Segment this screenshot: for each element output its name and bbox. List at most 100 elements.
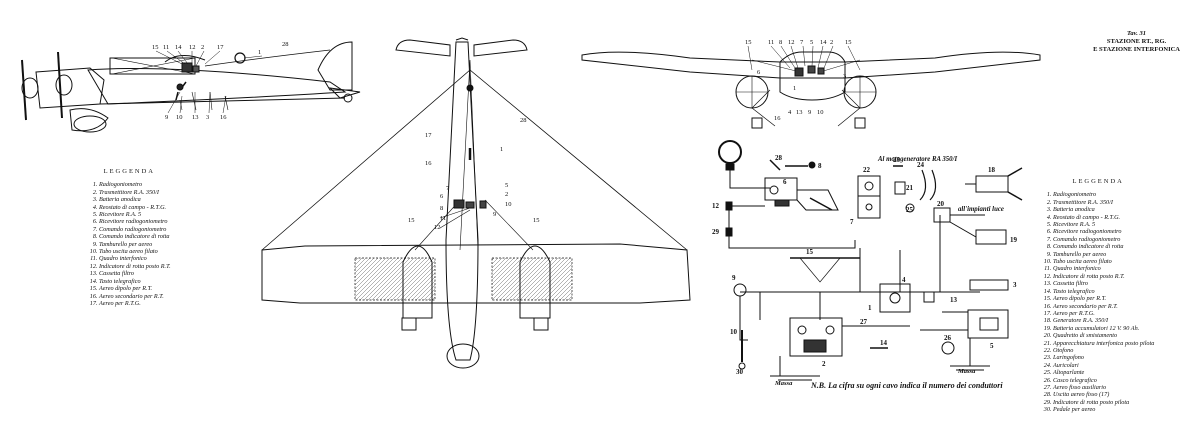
legend-right-item: Radiogoniometro — [1053, 191, 1154, 198]
legend-right-item: Quadretto di smistamento — [1053, 332, 1154, 339]
legend-left-item: Indicatore di rotta posto R.T. — [99, 263, 171, 270]
legend-left-item: Aereo secondario per R.T. — [99, 293, 171, 300]
callout-6: 6 — [783, 178, 787, 186]
callout-1: 1 — [500, 146, 503, 153]
callout-28: 28 — [282, 41, 289, 48]
ground-label-right: Massa — [958, 368, 976, 375]
callout-12: 12 — [788, 39, 795, 46]
callout-16: 16 — [774, 115, 781, 122]
callout-1: 1 — [868, 304, 872, 312]
callout-5: 5 — [990, 342, 994, 350]
legend-right-item: Aereo fisso ausiliario — [1053, 384, 1154, 391]
callout-6: 6 — [757, 69, 761, 76]
callout-17: 17 — [425, 132, 432, 139]
lights-label: all'impianti luce — [958, 206, 1004, 213]
legend-left-item: Tubo uscita aereo filato — [99, 248, 171, 255]
callout-15-right: 15 — [845, 39, 852, 46]
legend-right: LEGGENDA RadiogoniometroTrasmettitore R.… — [1042, 178, 1154, 414]
callout-11: 11 — [163, 44, 169, 51]
side-view-callout-labels: 15 11 14 12 2 17 1 28 9 10 13 3 16 — [152, 41, 289, 121]
legend-left-item: Comando radiogoniometro — [99, 226, 171, 233]
plan-view-callout-labels: 28 17 16 1 5 7 2 6 8 10 11 9 12 15 15 — [408, 117, 540, 231]
legend-left-item: Batteria anodica — [99, 196, 171, 203]
callout-16: 16 — [220, 114, 227, 121]
legend-left-item: Cassetta filtro — [99, 270, 171, 277]
callout-16: 16 — [425, 160, 432, 167]
callout-9: 9 — [493, 211, 496, 218]
legend-right-item: Ricevitore radiogoniometro — [1053, 228, 1154, 235]
legend-right-item: Generatore R.A. 350/I — [1053, 317, 1154, 324]
legend-right-item: Quadro interfonico — [1053, 265, 1154, 272]
side-view-aircraft — [21, 41, 361, 133]
legend-left-item: Aereo per R.T.G. — [99, 300, 171, 307]
callout-15-left: 15 — [408, 217, 415, 224]
ground-label-left: Massa — [775, 380, 793, 387]
callout-5: 5 — [810, 39, 813, 46]
legend-left-item: Quadro interfonico — [99, 255, 171, 262]
callout-6: 6 — [440, 193, 444, 200]
callout-8: 8 — [779, 39, 782, 46]
callout-9: 9 — [165, 114, 168, 121]
legend-left-item: Tasto telegrafico — [99, 278, 171, 285]
plate-number: Tav. 31 — [1127, 30, 1147, 37]
front-view-aircraft — [581, 51, 1041, 129]
legend-right-item: Comando radiogoniometro — [1053, 236, 1154, 243]
callout-7: 7 — [850, 218, 854, 226]
legend-left-item: Trasmettitore R.A. 350/I — [99, 189, 171, 196]
callout-15: 15 — [806, 248, 814, 256]
legend-right-item: Comando indicatore di rotta — [1053, 243, 1154, 250]
callout-11: 11 — [440, 215, 446, 222]
plate-title-block: Tav. 31 STAZIONE RT., RG. E STAZIONE INT… — [1093, 30, 1180, 54]
plan-view-aircraft — [261, 37, 691, 369]
legend-right-item: Laringofono — [1053, 354, 1154, 361]
legend-right-item: Otofono — [1053, 347, 1154, 354]
callout-1: 1 — [793, 85, 796, 92]
legend-right-item: Aereo dipolo per R.T. — [1053, 295, 1154, 302]
schematic-callout-labels: 28 8 6 22 23 24 18 12 29 21 25 20 19 9 1… — [712, 154, 1018, 376]
legend-right-item: Altoparlante — [1053, 369, 1154, 376]
legend-right-item: Reostato di campo - R.T.G. — [1053, 214, 1154, 221]
legend-left-item: Comando indicatore di rotta — [99, 233, 171, 240]
callout-15-left: 15 — [745, 39, 752, 46]
callout-11: 11 — [768, 39, 774, 46]
legend-right-item: Ricevitore R.A. 5 — [1053, 221, 1154, 228]
callout-18: 18 — [988, 166, 996, 174]
legend-right-item: Cassetta filtro — [1053, 280, 1154, 287]
legend-left-item: Aereo dipolo per R.T. — [99, 285, 171, 292]
legend-right-item: Aereo per R.T.G. — [1053, 310, 1154, 317]
callout-29: 29 — [712, 228, 720, 236]
legend-right-item: Batteria accumulatori 12 V. 90 Ah. — [1053, 325, 1154, 332]
callout-30: 30 — [736, 368, 744, 376]
legend-left-item: Tamburello per aereo — [99, 241, 171, 248]
legend-left-item: Ricevitore R.A. 5 — [99, 211, 171, 218]
callout-9: 9 — [808, 109, 811, 116]
callout-4: 4 — [902, 276, 906, 284]
callout-13: 13 — [796, 109, 803, 116]
legend-right-item: Pedale per aereo — [1053, 406, 1154, 413]
plate-title-line2: E STAZIONE INTERFONICA — [1093, 46, 1180, 53]
legend-right-item: Batteria anodica — [1053, 206, 1154, 213]
legend-right-item: Uscita aereo fisso (17) — [1053, 391, 1154, 398]
callout-24: 24 — [917, 161, 925, 169]
schematic-note: N.B. La cifra su ogni cavo indica il num… — [811, 381, 1003, 390]
callout-13: 13 — [192, 114, 199, 121]
legend-left: LEGGENDA RadiogoniometroTrasmettitore R.… — [88, 168, 171, 307]
callout-26: 26 — [944, 334, 952, 342]
callout-14: 14 — [175, 44, 182, 51]
generator-label: Al motogeneratore RA 350/I — [878, 156, 958, 163]
legend-right-item: Auricolari — [1053, 362, 1154, 369]
callout-13: 13 — [950, 296, 958, 304]
legend-left-item: Ricevitore radiogoniometro — [99, 218, 171, 225]
legend-left-item: Reostato di campo - R.T.G. — [99, 204, 171, 211]
legend-right-item: Tamburello per aereo — [1053, 251, 1154, 258]
legend-right-list: RadiogoniometroTrasmettitore R.A. 350/IB… — [1042, 191, 1154, 413]
callout-27: 27 — [860, 318, 868, 326]
callout-1: 1 — [258, 49, 261, 56]
legend-left-title: LEGGENDA — [103, 168, 155, 175]
callout-12: 12 — [189, 44, 196, 51]
callout-15: 15 — [152, 44, 159, 51]
legend-right-item: Tubo uscita aereo filato — [1053, 258, 1154, 265]
callout-10: 10 — [505, 201, 512, 208]
